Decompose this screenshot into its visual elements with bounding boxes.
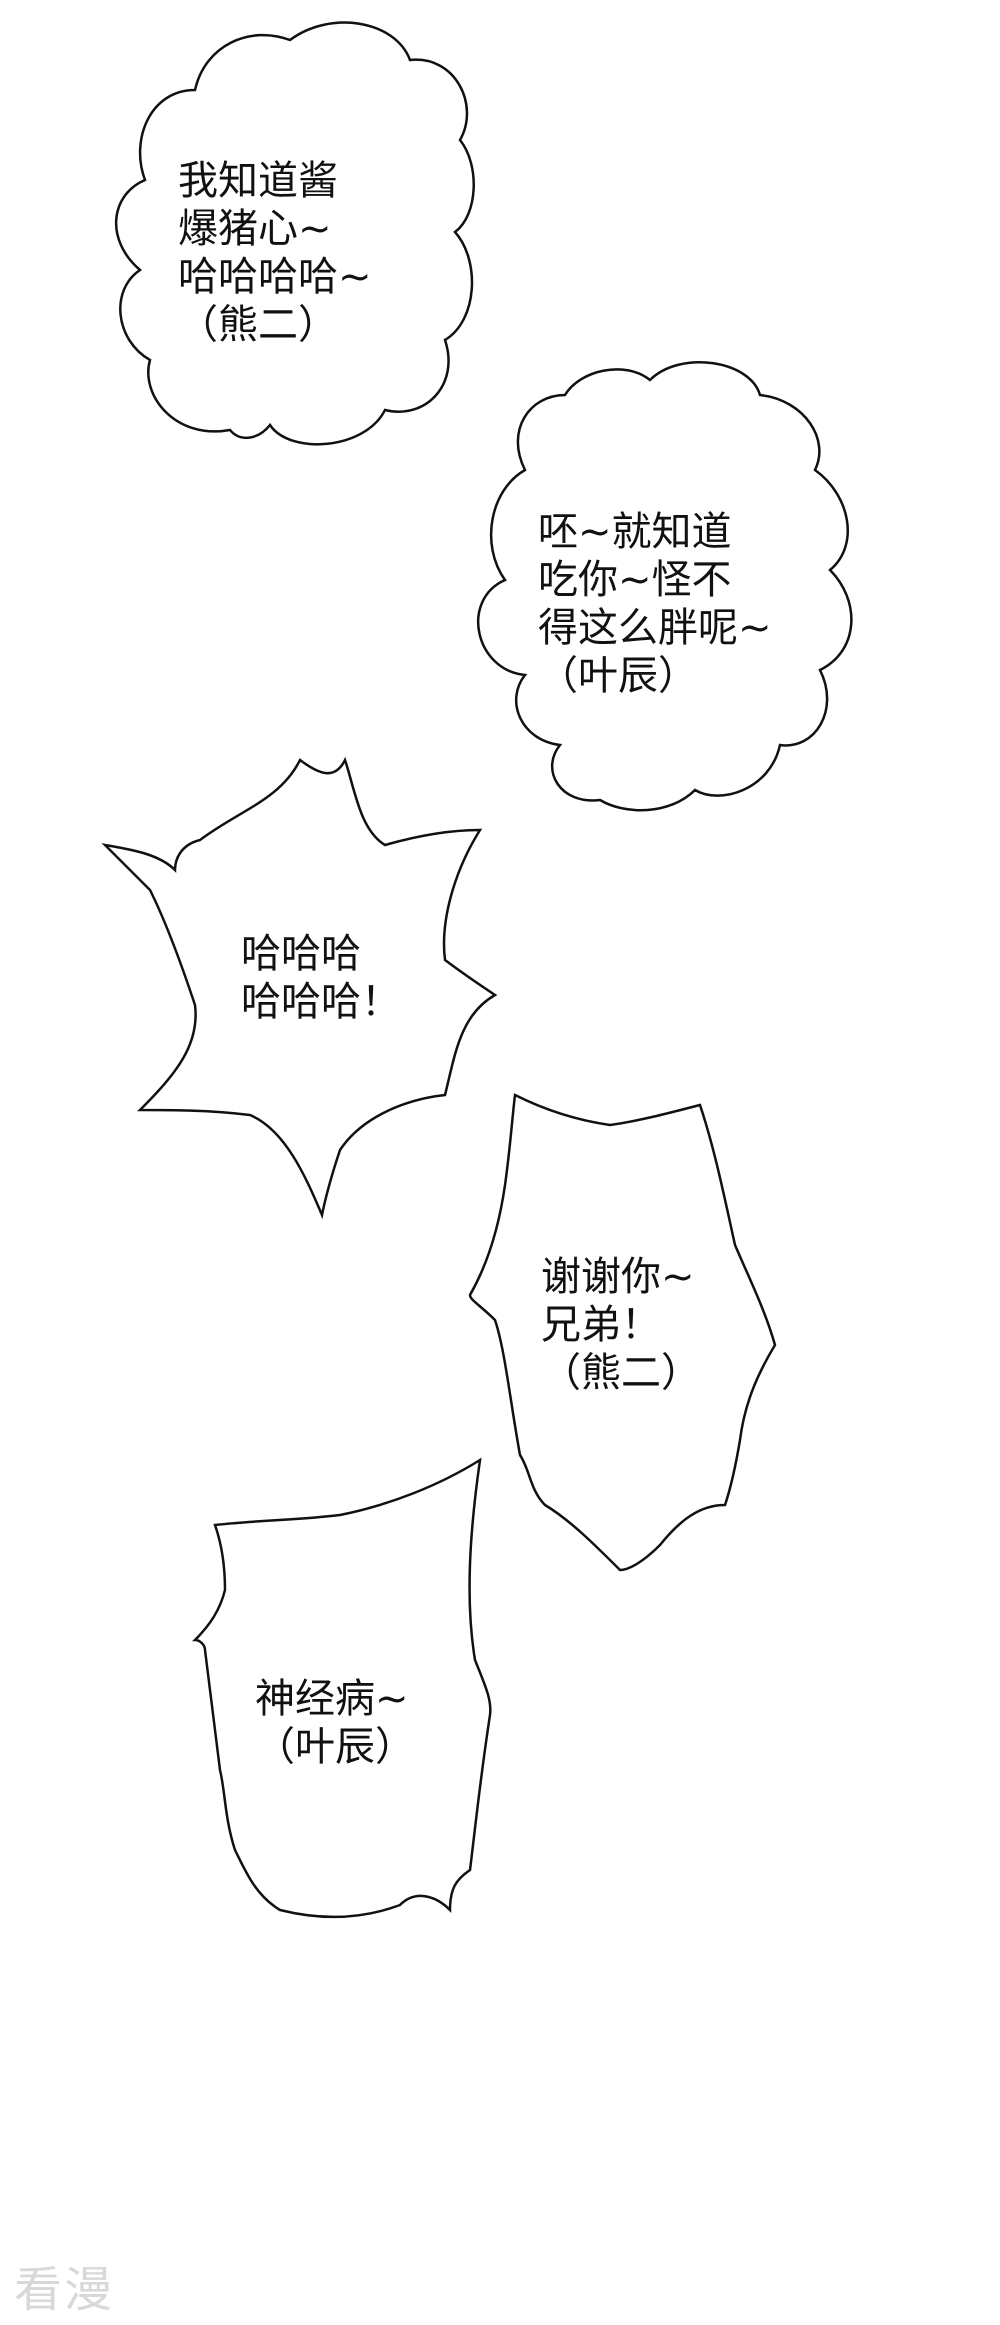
speech-bubble-outline-5: [191, 1457, 492, 1919]
dialogue-line: 哈哈哈哈~: [178, 254, 372, 300]
dialogue-line: 吃你~怪不: [538, 557, 732, 603]
speech-bubble-outline-4: [468, 1093, 777, 1572]
dialogue-line: 爆猪心~: [178, 206, 332, 252]
speech-bubble-text-5: 神经病~ （叶辰）: [255, 1675, 415, 1771]
speech-bubble-outline-2: [476, 361, 853, 812]
speech-bubble-outline-1: [115, 21, 475, 446]
speaker-tag: （熊二）: [541, 1350, 701, 1396]
speech-bubble-outline-3: [101, 756, 498, 1220]
speech-bubble-text-1: 我知道酱 爆猪心~ 哈哈哈哈~ （熊二）: [178, 157, 372, 349]
dialogue-line: 哈哈哈！: [241, 979, 401, 1025]
speaker-tag: （叶辰）: [538, 653, 698, 699]
dialogue-line: 得这么胖呢~: [538, 605, 772, 651]
speaker-tag: （熊二）: [178, 302, 338, 348]
speech-bubble-text-3: 哈哈哈 哈哈哈！: [241, 930, 401, 1026]
dialogue-line: 哈哈哈: [241, 931, 361, 977]
dialogue-line: 谢谢你~: [541, 1254, 695, 1300]
dialogue-line: 呸~就知道: [538, 509, 732, 555]
dialogue-line: 我知道酱: [178, 158, 338, 204]
speaker-tag: （叶辰）: [255, 1724, 415, 1770]
speech-bubble-text-4: 谢谢你~ 兄弟！ （熊二）: [541, 1253, 701, 1397]
dialogue-line: 神经病~: [255, 1676, 409, 1722]
dialogue-line: 兄弟！: [541, 1302, 661, 1348]
site-watermark: 看漫: [14, 2262, 115, 2318]
speech-bubble-text-2: 呸~就知道 吃你~怪不 得这么胖呢~ （叶辰）: [538, 508, 772, 700]
